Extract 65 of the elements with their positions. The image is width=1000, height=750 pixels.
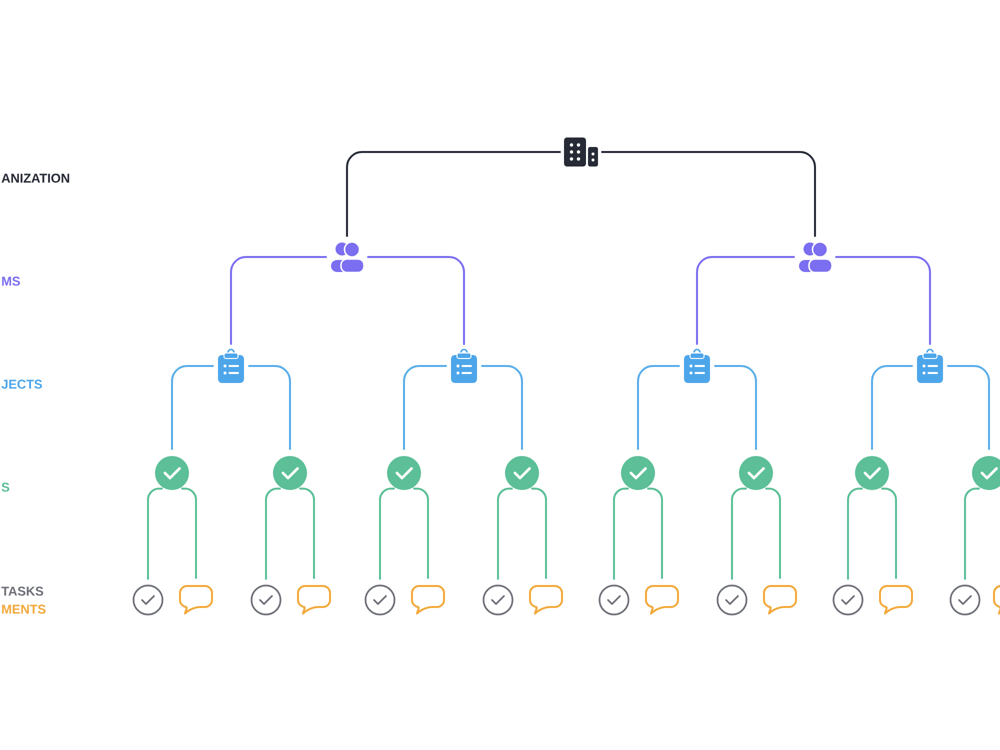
people-icon xyxy=(331,241,365,274)
connector-line xyxy=(765,488,781,579)
row-label: JECTS xyxy=(1,380,42,389)
check-circle-icon xyxy=(950,584,980,616)
connector-line xyxy=(367,256,465,345)
connector-line xyxy=(731,488,747,580)
connector-line xyxy=(181,488,197,579)
check-circle-icon xyxy=(482,584,514,616)
connector-line xyxy=(379,488,395,580)
check-badge-icon xyxy=(621,456,655,490)
row-label: TASKS xyxy=(1,586,44,596)
connector-line xyxy=(714,365,757,450)
connector-line xyxy=(403,365,447,450)
speech-bubble-icon xyxy=(763,585,797,614)
check-circle-icon xyxy=(716,584,748,616)
connector-line xyxy=(871,365,913,450)
connector-line xyxy=(299,488,315,579)
people-icon xyxy=(799,241,833,274)
check-circle-icon xyxy=(132,584,164,616)
connector-line xyxy=(847,488,863,580)
check-badge-icon xyxy=(273,456,307,490)
check-circle-icon xyxy=(598,584,630,616)
connector-line xyxy=(637,365,680,450)
check-badge-icon xyxy=(155,456,189,490)
check-circle-icon xyxy=(832,584,864,616)
connector-line xyxy=(531,488,547,579)
check-badge-icon xyxy=(972,456,1000,490)
row-label: S xyxy=(2,482,10,492)
speech-bubble-icon xyxy=(297,585,331,614)
clipboard-icon xyxy=(684,348,710,383)
speech-bubble-icon xyxy=(411,585,445,614)
speech-bubble-icon xyxy=(529,585,563,614)
speech-bubble-icon xyxy=(993,585,1000,614)
connector-line xyxy=(647,488,663,579)
connector-line xyxy=(248,365,291,450)
speech-bubble-icon xyxy=(179,585,213,614)
connector-line xyxy=(613,488,629,580)
connector-line xyxy=(497,488,513,580)
connector-line xyxy=(346,151,561,237)
row-label: MS xyxy=(2,276,20,286)
connector-line xyxy=(171,365,214,450)
connector-line xyxy=(881,488,897,579)
row-label: MENTS xyxy=(2,604,46,614)
connector-line xyxy=(147,488,163,580)
connector-line xyxy=(265,488,281,580)
check-badge-icon xyxy=(505,456,539,490)
check-badge-icon xyxy=(739,456,773,490)
connector-line xyxy=(947,365,990,450)
check-circle-icon xyxy=(250,584,282,616)
connector-line xyxy=(481,365,523,450)
check-circle-icon xyxy=(364,584,396,616)
connector-line xyxy=(601,151,816,237)
clipboard-icon xyxy=(218,348,244,383)
connector-line xyxy=(696,256,795,345)
connector-line xyxy=(835,256,931,345)
connector-line xyxy=(230,256,327,345)
clipboard-icon xyxy=(917,348,943,383)
connector-line xyxy=(413,488,429,579)
check-badge-icon xyxy=(387,456,421,490)
building-icon xyxy=(564,138,598,166)
speech-bubble-icon xyxy=(879,585,913,614)
speech-bubble-icon xyxy=(645,585,679,614)
clipboard-icon xyxy=(451,348,477,383)
row-label: ANIZATION xyxy=(2,174,70,183)
check-badge-icon xyxy=(855,456,889,490)
